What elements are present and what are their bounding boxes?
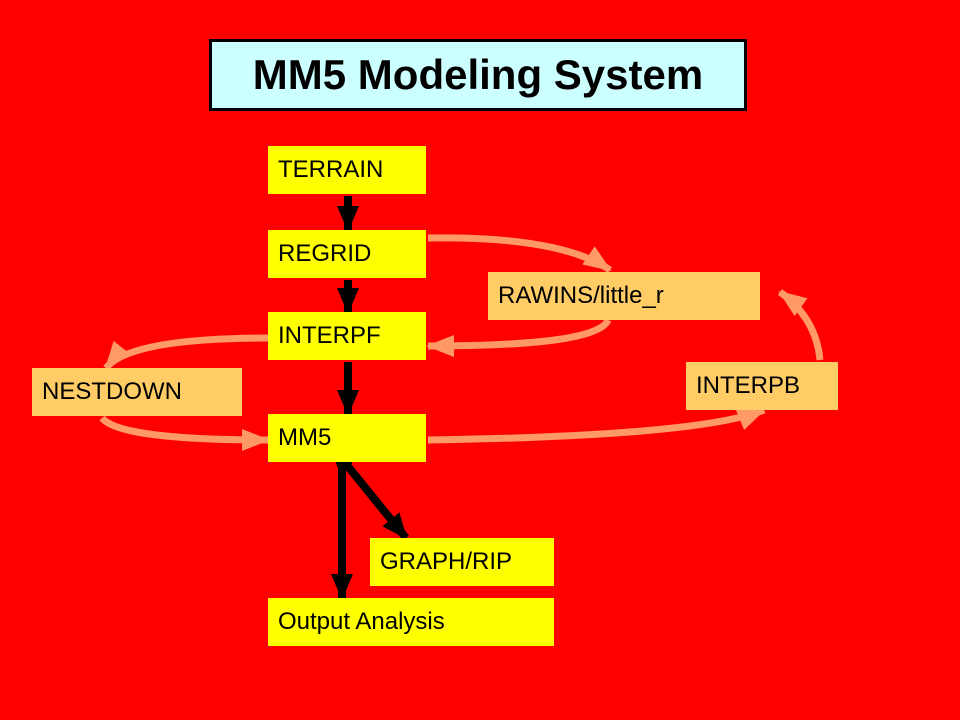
node-mm5: MM5	[268, 414, 426, 462]
node-nestdown: NESTDOWN	[32, 368, 242, 416]
arrow-interpf-to-nestdown	[103, 334, 269, 371]
page-title: MM5 Modeling System	[209, 39, 747, 111]
node-terrain: TERRAIN	[268, 146, 426, 194]
arrow-mm5-to-interpb	[427, 406, 766, 444]
arrow-rawins-to-interpf	[426, 318, 612, 357]
arrow-mm5-to-graph-rip	[342, 461, 410, 541]
arrow-regrid-to-rawins	[427, 234, 612, 273]
arrow-interpb-to-rawins	[777, 289, 824, 361]
node-regrid: REGRID	[268, 230, 426, 278]
node-output-analysis: Output Analysis	[268, 598, 554, 646]
arrow-nestdown-to-mm5	[99, 415, 270, 451]
node-graph-rip: GRAPH/RIP	[370, 538, 554, 586]
node-interpb: INTERPB	[686, 362, 838, 410]
node-interpf: INTERPF	[268, 312, 426, 360]
node-rawins-little-r: RAWINS/little_r	[488, 272, 760, 320]
